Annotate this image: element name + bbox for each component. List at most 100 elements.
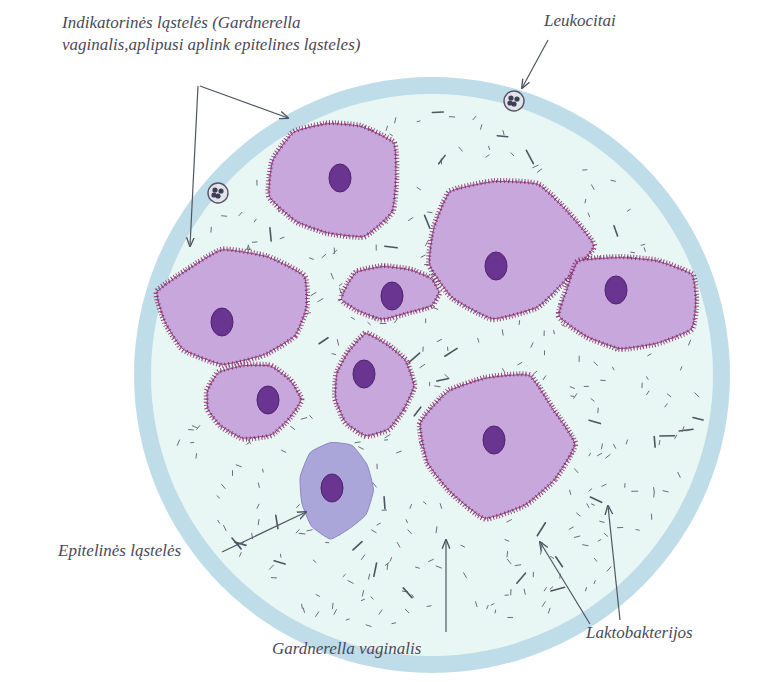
bacterium [553, 330, 555, 333]
bacterium [274, 561, 285, 564]
adherent-bacteria [420, 375, 574, 518]
bacterium [332, 353, 335, 355]
nucleus [483, 426, 505, 454]
bacterium [589, 420, 600, 423]
bacterium [678, 472, 680, 477]
clue-cell [335, 334, 413, 436]
bacterium [524, 589, 525, 594]
bacterium [262, 469, 264, 472]
bacterium [679, 429, 693, 431]
bacterium [256, 180, 257, 185]
bacterium [316, 612, 319, 617]
bacterium [301, 604, 303, 608]
bacterium [647, 391, 649, 395]
bacterium [346, 619, 349, 621]
leader-lines [190, 40, 620, 632]
bacterium [428, 211, 432, 213]
bacterium [420, 364, 425, 367]
bacterium [583, 544, 589, 546]
bacterium [663, 491, 668, 492]
cell-body [269, 124, 396, 237]
bacterium [429, 559, 434, 561]
bacterium [432, 111, 443, 113]
adherent-bacteria [420, 375, 574, 518]
bacterium [355, 441, 360, 443]
leader-line [608, 506, 620, 620]
adherent-bacteria [342, 267, 439, 319]
bacterium [659, 440, 661, 444]
bacterium [339, 284, 342, 286]
adherent-bacteria [559, 258, 696, 349]
bacterium [291, 426, 295, 429]
bacterium [297, 504, 300, 507]
bacterium [548, 608, 550, 613]
bacterium [461, 545, 465, 547]
bacterium [403, 588, 412, 598]
bacterium [218, 520, 220, 523]
bacterium [636, 529, 639, 531]
bacterium [425, 215, 430, 228]
bacterium [626, 440, 627, 444]
bacterium [252, 241, 257, 242]
bacterium [390, 558, 391, 562]
bacterium [503, 369, 505, 372]
bacterium [362, 591, 363, 596]
bacterium [376, 464, 377, 469]
epithelial-cell [300, 443, 373, 540]
bacterium [281, 450, 285, 452]
bacterium [569, 527, 573, 529]
bacterium [258, 483, 259, 487]
bacterium [614, 226, 618, 236]
bacterium [632, 491, 638, 492]
bacterium [270, 228, 271, 241]
bacterium [437, 339, 441, 341]
nucleus [329, 164, 351, 192]
bacterium [544, 587, 546, 590]
bacterium [374, 563, 377, 576]
bacterium [319, 338, 328, 344]
bacterium [331, 273, 333, 279]
bacterium [385, 246, 397, 248]
bacterium [491, 604, 494, 606]
bacterium [361, 599, 364, 600]
adherent-bacteria [269, 124, 396, 237]
bacterium [585, 588, 587, 591]
bacterium [423, 502, 426, 504]
nucleus [257, 386, 279, 414]
bacterium [332, 603, 334, 608]
lens-ring [134, 77, 730, 673]
bacterium [591, 399, 594, 401]
adherent-bacteria [157, 250, 306, 364]
bacterium [224, 525, 226, 530]
clue-cell [207, 365, 301, 438]
bacterium [459, 147, 462, 151]
nucleus [353, 360, 375, 388]
bacterium [540, 550, 542, 554]
bacterium [597, 408, 598, 413]
bacterium [449, 116, 454, 117]
bacterium [592, 504, 595, 505]
bacterium [577, 513, 581, 516]
bacterium [408, 530, 412, 534]
leukocytes [208, 91, 524, 203]
bacterium [519, 321, 520, 325]
cell-body [420, 375, 574, 518]
bacterium [556, 557, 563, 567]
adherent-bacteria [207, 365, 301, 438]
adherent-bacteria [157, 250, 306, 364]
clue-cell [559, 258, 696, 349]
bacterium [614, 444, 616, 448]
bacterium [617, 527, 622, 528]
bacterium [372, 530, 377, 533]
leader-line [445, 540, 446, 632]
bacterium [641, 383, 642, 388]
bacterium [667, 394, 671, 397]
bacterium [511, 153, 514, 156]
bacterium [232, 471, 233, 476]
callout-label: Epitelinės ląstelės [58, 540, 228, 562]
bacterium [682, 427, 683, 432]
leukocyte [208, 183, 228, 203]
bacterium [316, 595, 319, 597]
bacterium [192, 426, 197, 428]
